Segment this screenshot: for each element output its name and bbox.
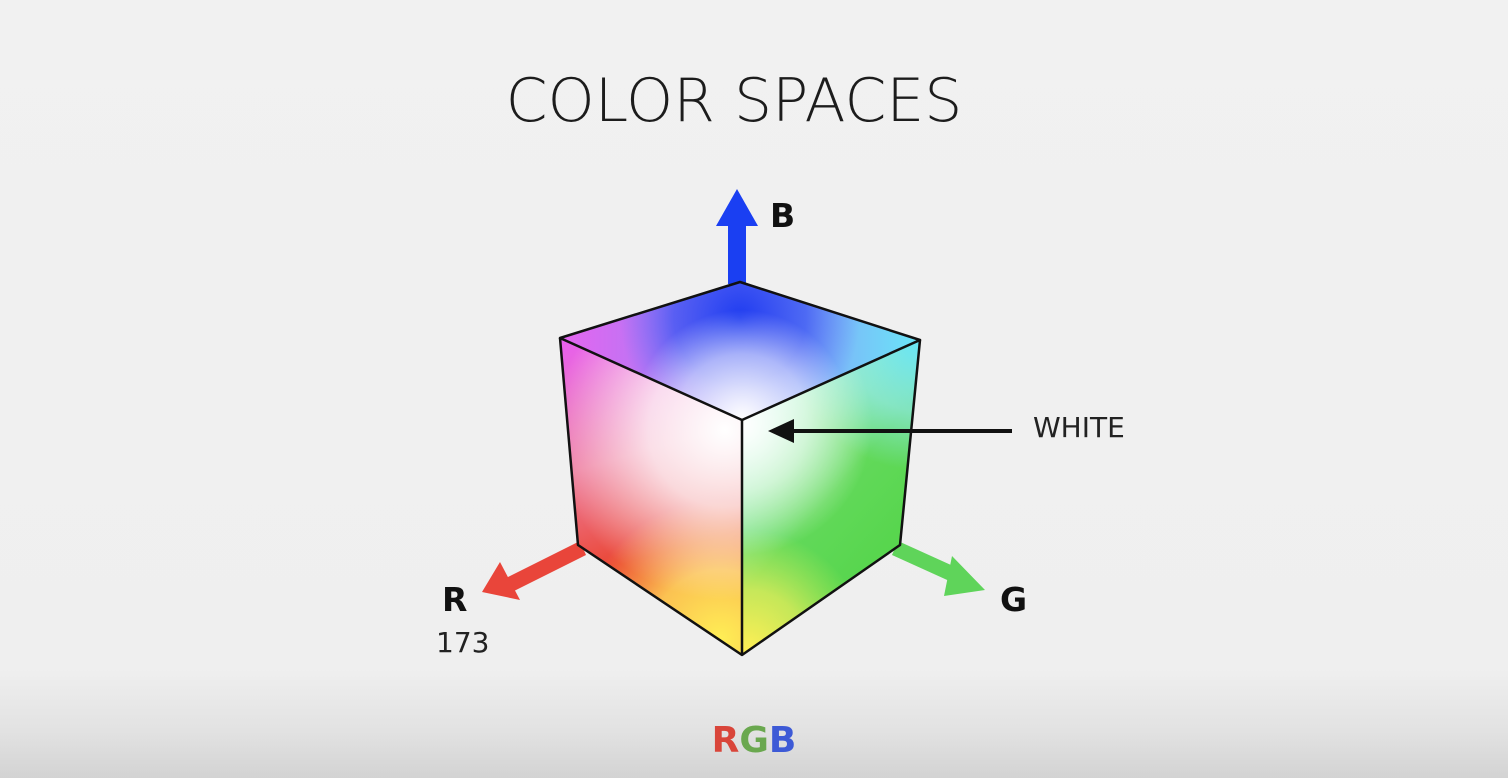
b-axis-arrow xyxy=(716,189,758,284)
g-axis-arrow xyxy=(892,541,985,596)
cube-left-face xyxy=(560,338,742,655)
rgb-caption: RGB xyxy=(0,720,1508,761)
arrow-left-icon xyxy=(768,419,1012,443)
cube-top-face xyxy=(560,282,920,420)
r-axis-arrow xyxy=(482,541,586,600)
cube-right-face xyxy=(742,340,920,655)
b-axis-label: B xyxy=(770,196,796,235)
cube-edges xyxy=(558,280,922,657)
caption-g: G xyxy=(739,720,769,761)
page-title: COLOR SPACES xyxy=(505,66,963,136)
caption-b: B xyxy=(768,720,797,761)
r-axis-value: 173 xyxy=(436,626,490,659)
white-corner-label: WHITE xyxy=(1033,411,1125,444)
r-axis-label: R xyxy=(442,580,468,619)
rgb-cube xyxy=(558,280,922,657)
g-axis-label: G xyxy=(1000,580,1028,619)
caption-r: R xyxy=(711,720,740,761)
